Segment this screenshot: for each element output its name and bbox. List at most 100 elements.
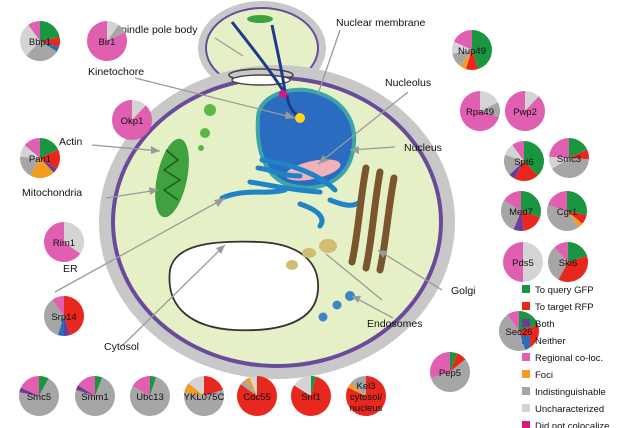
legend-label: To target RFP xyxy=(535,302,594,313)
pie-label: Smm1 xyxy=(81,392,108,403)
actin-patch xyxy=(204,104,216,116)
legend-item: Regional co-loc. xyxy=(522,353,603,364)
legend-label: Regional co-loc. xyxy=(535,353,603,364)
pie-label: nucleus xyxy=(350,403,383,414)
golgi-cisterna xyxy=(376,174,398,274)
pie-slice-uncharacterized xyxy=(132,100,146,120)
pie-slice-foci xyxy=(460,50,472,70)
arrowhead-kinetochore xyxy=(285,111,295,119)
pie-sec26: Sec26 xyxy=(498,311,539,352)
pie-slice-uncharacterized xyxy=(451,41,472,54)
pie-slice-to-query-gfp xyxy=(524,141,544,176)
pointer-er xyxy=(54,197,226,293)
pie-slice-regional xyxy=(87,21,128,62)
spindle-pole-body-dot xyxy=(279,90,287,98)
pointer-kinetochore xyxy=(134,77,296,119)
pie-slice-both xyxy=(509,161,524,179)
pie-slice-indistinguishable xyxy=(500,200,521,230)
pointer-vesicles xyxy=(325,253,383,301)
label-nuclear-membrane: Nuclear membrane xyxy=(336,17,425,29)
pie-slice-indistinguishable xyxy=(504,154,524,175)
pie-slice-indistinguishable xyxy=(26,41,57,62)
pie-slice-regional xyxy=(507,311,519,331)
pie-label: Pan1 xyxy=(29,154,51,165)
arrowhead-nucleolus xyxy=(318,155,328,164)
pie-slice-indistinguishable xyxy=(547,247,568,280)
pie-slice-indistinguishable xyxy=(480,102,501,118)
spindle-microtubule xyxy=(230,21,286,93)
pie-slice-indistinguishable xyxy=(552,158,589,179)
arrowhead-golgi xyxy=(378,250,387,258)
pointer-nuclear-membrane xyxy=(317,29,341,95)
pie-slice-foci xyxy=(30,158,54,179)
pie-slice-uncharacterized xyxy=(294,376,311,396)
pie-slice-uncharacterized xyxy=(504,144,524,161)
pie-nup49: Nup49 xyxy=(451,29,492,70)
label-nucleus: Nucleus xyxy=(404,142,442,154)
pie-cgr1: Cgr1 xyxy=(547,191,588,232)
pie-slice-to-target-rfp xyxy=(290,376,331,417)
pie-slice-uncharacterized xyxy=(64,222,85,254)
pie-okp1: Okp1 xyxy=(111,100,152,140)
pie-slice-regional xyxy=(52,295,64,316)
pie-slice-to-query-gfp xyxy=(39,376,49,396)
legend-label: Both xyxy=(535,319,555,330)
pie-label: Cdc55 xyxy=(243,392,270,403)
pie-slice-to-target-rfp xyxy=(345,376,386,417)
label-cytosol: Cytosol xyxy=(104,341,139,353)
er-cisterna xyxy=(219,187,288,201)
pie-slice-regional xyxy=(504,191,521,211)
pie-slice-to-query-gfp xyxy=(568,242,588,262)
pie-slice-foci xyxy=(245,377,257,396)
legend-swatch xyxy=(522,370,530,378)
pie-label: Sec26 xyxy=(506,327,533,338)
pie-label: Snf1 xyxy=(301,392,321,403)
pie-pan1: Pan1 xyxy=(19,138,61,179)
pie-slice-to-query-gfp xyxy=(450,352,458,372)
pie-ubc13: Ubc13 xyxy=(129,376,170,416)
legend-swatch xyxy=(522,387,530,395)
pie-slice-regional xyxy=(547,191,567,211)
pie-slice-indistinguishable xyxy=(452,50,472,67)
pie-label: Med7 xyxy=(509,207,533,218)
label-mitochondria: Mitochondria xyxy=(22,187,82,199)
pie-smm1: Smm1 xyxy=(75,375,116,416)
label-kinetochore: Kinetochore xyxy=(88,66,144,78)
legend-item: To query GFP xyxy=(522,285,594,296)
arrowhead-actin xyxy=(151,146,160,154)
pie-slice-regional xyxy=(430,352,450,379)
arrowheads xyxy=(149,111,387,303)
label-golgi: Golgi xyxy=(451,285,476,297)
pie-slice-regional xyxy=(503,242,523,282)
arrowhead-nucleus xyxy=(350,146,359,154)
pie-slice-indistinguishable xyxy=(19,156,40,176)
actin-patch xyxy=(200,128,210,138)
legend-item: Both xyxy=(522,319,555,330)
pointer-golgi xyxy=(377,249,443,291)
pie-label: Rim1 xyxy=(53,238,75,249)
pie-slice-regional xyxy=(24,138,40,158)
pie-slice-indistinguishable xyxy=(547,204,579,232)
legend-label: Uncharacterized xyxy=(535,404,604,415)
legend-swatch xyxy=(522,404,530,412)
pie-slice-to-target-rfp xyxy=(465,50,479,70)
pie-slice-to-query-gfp xyxy=(567,191,588,215)
pointer-mitochondria xyxy=(105,189,159,199)
pie-bir1: Bir1 xyxy=(87,21,128,62)
mitochondrion-cristae xyxy=(162,149,182,201)
pie-label: Okp1 xyxy=(121,116,144,127)
legend-item: Neither xyxy=(522,336,566,347)
pointer-cytosol xyxy=(121,244,226,347)
pie-slice-uncharacterized xyxy=(188,376,204,396)
pie-slice-to-query-gfp xyxy=(521,191,541,218)
pie-cdc55: Cdc55 xyxy=(236,375,277,417)
pie-slice-both xyxy=(40,158,57,173)
pie-label: Spt6 xyxy=(514,157,534,168)
arrowhead-er xyxy=(214,198,225,207)
pie-slice-indistinguishable xyxy=(183,389,224,416)
vesicle xyxy=(302,248,316,258)
pie-slice-regional xyxy=(28,21,40,41)
pie-label: Ubc13 xyxy=(136,392,163,403)
legend-swatch xyxy=(522,353,530,361)
